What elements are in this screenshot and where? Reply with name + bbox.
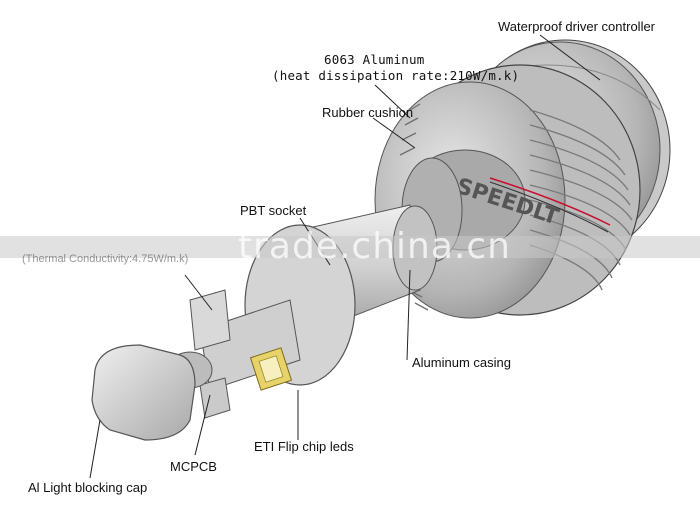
watermark: trade.china.cn bbox=[238, 226, 511, 267]
label-heat-dissipation: (heat dissipation rate:210W/m.k) bbox=[272, 68, 520, 83]
label-pbt-socket: PBT socket bbox=[240, 203, 307, 218]
watermark-band bbox=[0, 236, 700, 258]
thermal-conductivity-label: (Thermal Conductivity:4.75W/m.k) bbox=[22, 253, 189, 265]
label-rubber-cushion: Rubber cushion bbox=[322, 105, 414, 120]
label-aluminum-casing: Aluminum casing bbox=[412, 355, 511, 370]
leader-lines bbox=[89, 34, 601, 479]
label-blocking-cap: Al Light blocking cap bbox=[28, 480, 148, 495]
label-waterproof-driver: Waterproof driver controller bbox=[498, 19, 656, 34]
black-wire bbox=[489, 181, 609, 233]
label-eti-leds: ETI Flip chip leds bbox=[254, 439, 354, 454]
light-blocking-cap bbox=[91, 344, 213, 441]
mcpcb-tabs bbox=[189, 289, 231, 419]
label-aluminum-6063: 6063 Aluminum bbox=[324, 52, 425, 67]
label-mcpcb: MCPCB bbox=[170, 459, 217, 474]
red-wire bbox=[489, 177, 611, 226]
